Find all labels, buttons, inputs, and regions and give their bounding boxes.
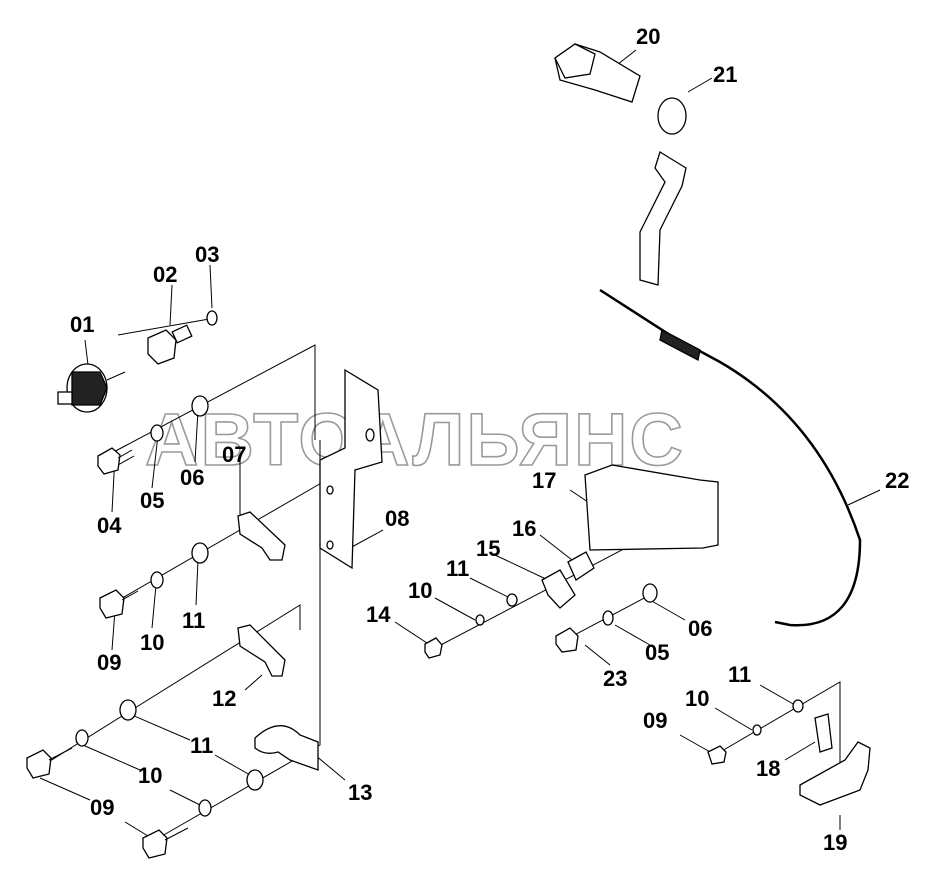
callout-09-lower: 09	[90, 795, 114, 820]
callout-10-mid: 10	[408, 578, 432, 603]
part-09-bolt-lower-a	[26, 747, 73, 779]
callout-11-right: 11	[728, 662, 751, 687]
part-10-washer	[150, 571, 164, 589]
part-05-washer	[150, 424, 164, 442]
callout-11-mid: 11	[446, 556, 469, 581]
part-16-spacer	[567, 551, 595, 581]
callout-06-mid: 06	[688, 616, 712, 641]
part-11-washer-mid	[506, 593, 518, 607]
part-10-washer-mid	[475, 614, 485, 626]
callout-11-lower: 11	[190, 733, 213, 758]
part-09-bolt-right	[707, 745, 727, 765]
part-18-switch	[814, 713, 833, 753]
part-06-washer	[191, 395, 209, 417]
part-22-lever	[639, 151, 687, 286]
part-01-sensor	[57, 363, 126, 413]
callout-05-mid: 05	[645, 640, 669, 665]
part-05-washer-mid	[602, 610, 614, 626]
callout-14: 14	[366, 602, 391, 627]
callout-20: 20	[636, 24, 660, 49]
part-08-main-bracket	[319, 368, 383, 570]
part-11-washer-lower	[119, 699, 137, 721]
part-09-bolt-lower-b	[142, 827, 189, 859]
callout-07: 07	[222, 442, 246, 467]
part-10-washer-right	[752, 724, 762, 736]
part-10-washer-lower	[75, 729, 89, 747]
callout-03: 03	[195, 242, 219, 267]
callout-09-right: 09	[643, 708, 667, 733]
part-15-clip	[541, 569, 576, 609]
callout-23: 23	[603, 666, 627, 691]
part-03-washer	[206, 310, 218, 326]
part-21-washer	[657, 97, 687, 135]
part-11-washer-right	[792, 699, 804, 713]
part-11-washer	[191, 542, 209, 564]
callout-labels: 01 02 03 04 05 06 07 08 09 10 11 12 11 1…	[70, 24, 909, 855]
callout-04: 04	[97, 513, 122, 538]
callout-01: 01	[70, 312, 94, 337]
callout-19: 19	[823, 830, 847, 855]
part-02-fitting	[147, 324, 193, 365]
callout-05: 05	[140, 488, 164, 513]
callout-16: 16	[512, 516, 536, 541]
part-22-cable-sleeve	[659, 329, 701, 361]
part-04-bolt	[97, 447, 135, 475]
part-09-bolt	[99, 589, 139, 619]
watermark: АВТОАЛЬЯНС	[145, 398, 685, 481]
callout-21: 21	[713, 62, 737, 87]
callout-22: 22	[885, 468, 909, 493]
part-13-clip	[254, 725, 319, 771]
part-19-bracket	[799, 741, 871, 806]
callout-18: 18	[756, 756, 780, 781]
part-23-bolt	[555, 627, 579, 653]
callout-09: 09	[97, 650, 121, 675]
callout-12: 12	[212, 686, 236, 711]
callout-17: 17	[532, 468, 556, 493]
callout-10-lower: 10	[138, 763, 162, 788]
part-14-bolt	[424, 637, 443, 659]
callout-08: 08	[385, 506, 409, 531]
part-22-cable	[599, 288, 862, 627]
part-11-washer-lower-b	[246, 769, 264, 791]
part-17-plate	[584, 464, 719, 551]
callout-06: 06	[180, 465, 204, 490]
part-12-clamp	[237, 624, 286, 677]
part-06-washer-mid	[642, 583, 658, 603]
callout-13: 13	[348, 780, 372, 805]
part-07-bracket	[237, 511, 286, 561]
part-20-knob	[554, 43, 641, 103]
callout-11: 11	[182, 608, 205, 633]
callout-02: 02	[153, 262, 177, 287]
callout-15: 15	[476, 536, 500, 561]
callout-10-right: 10	[685, 686, 709, 711]
callout-10: 10	[140, 630, 164, 655]
part-10-washer-lower-b	[198, 799, 212, 817]
